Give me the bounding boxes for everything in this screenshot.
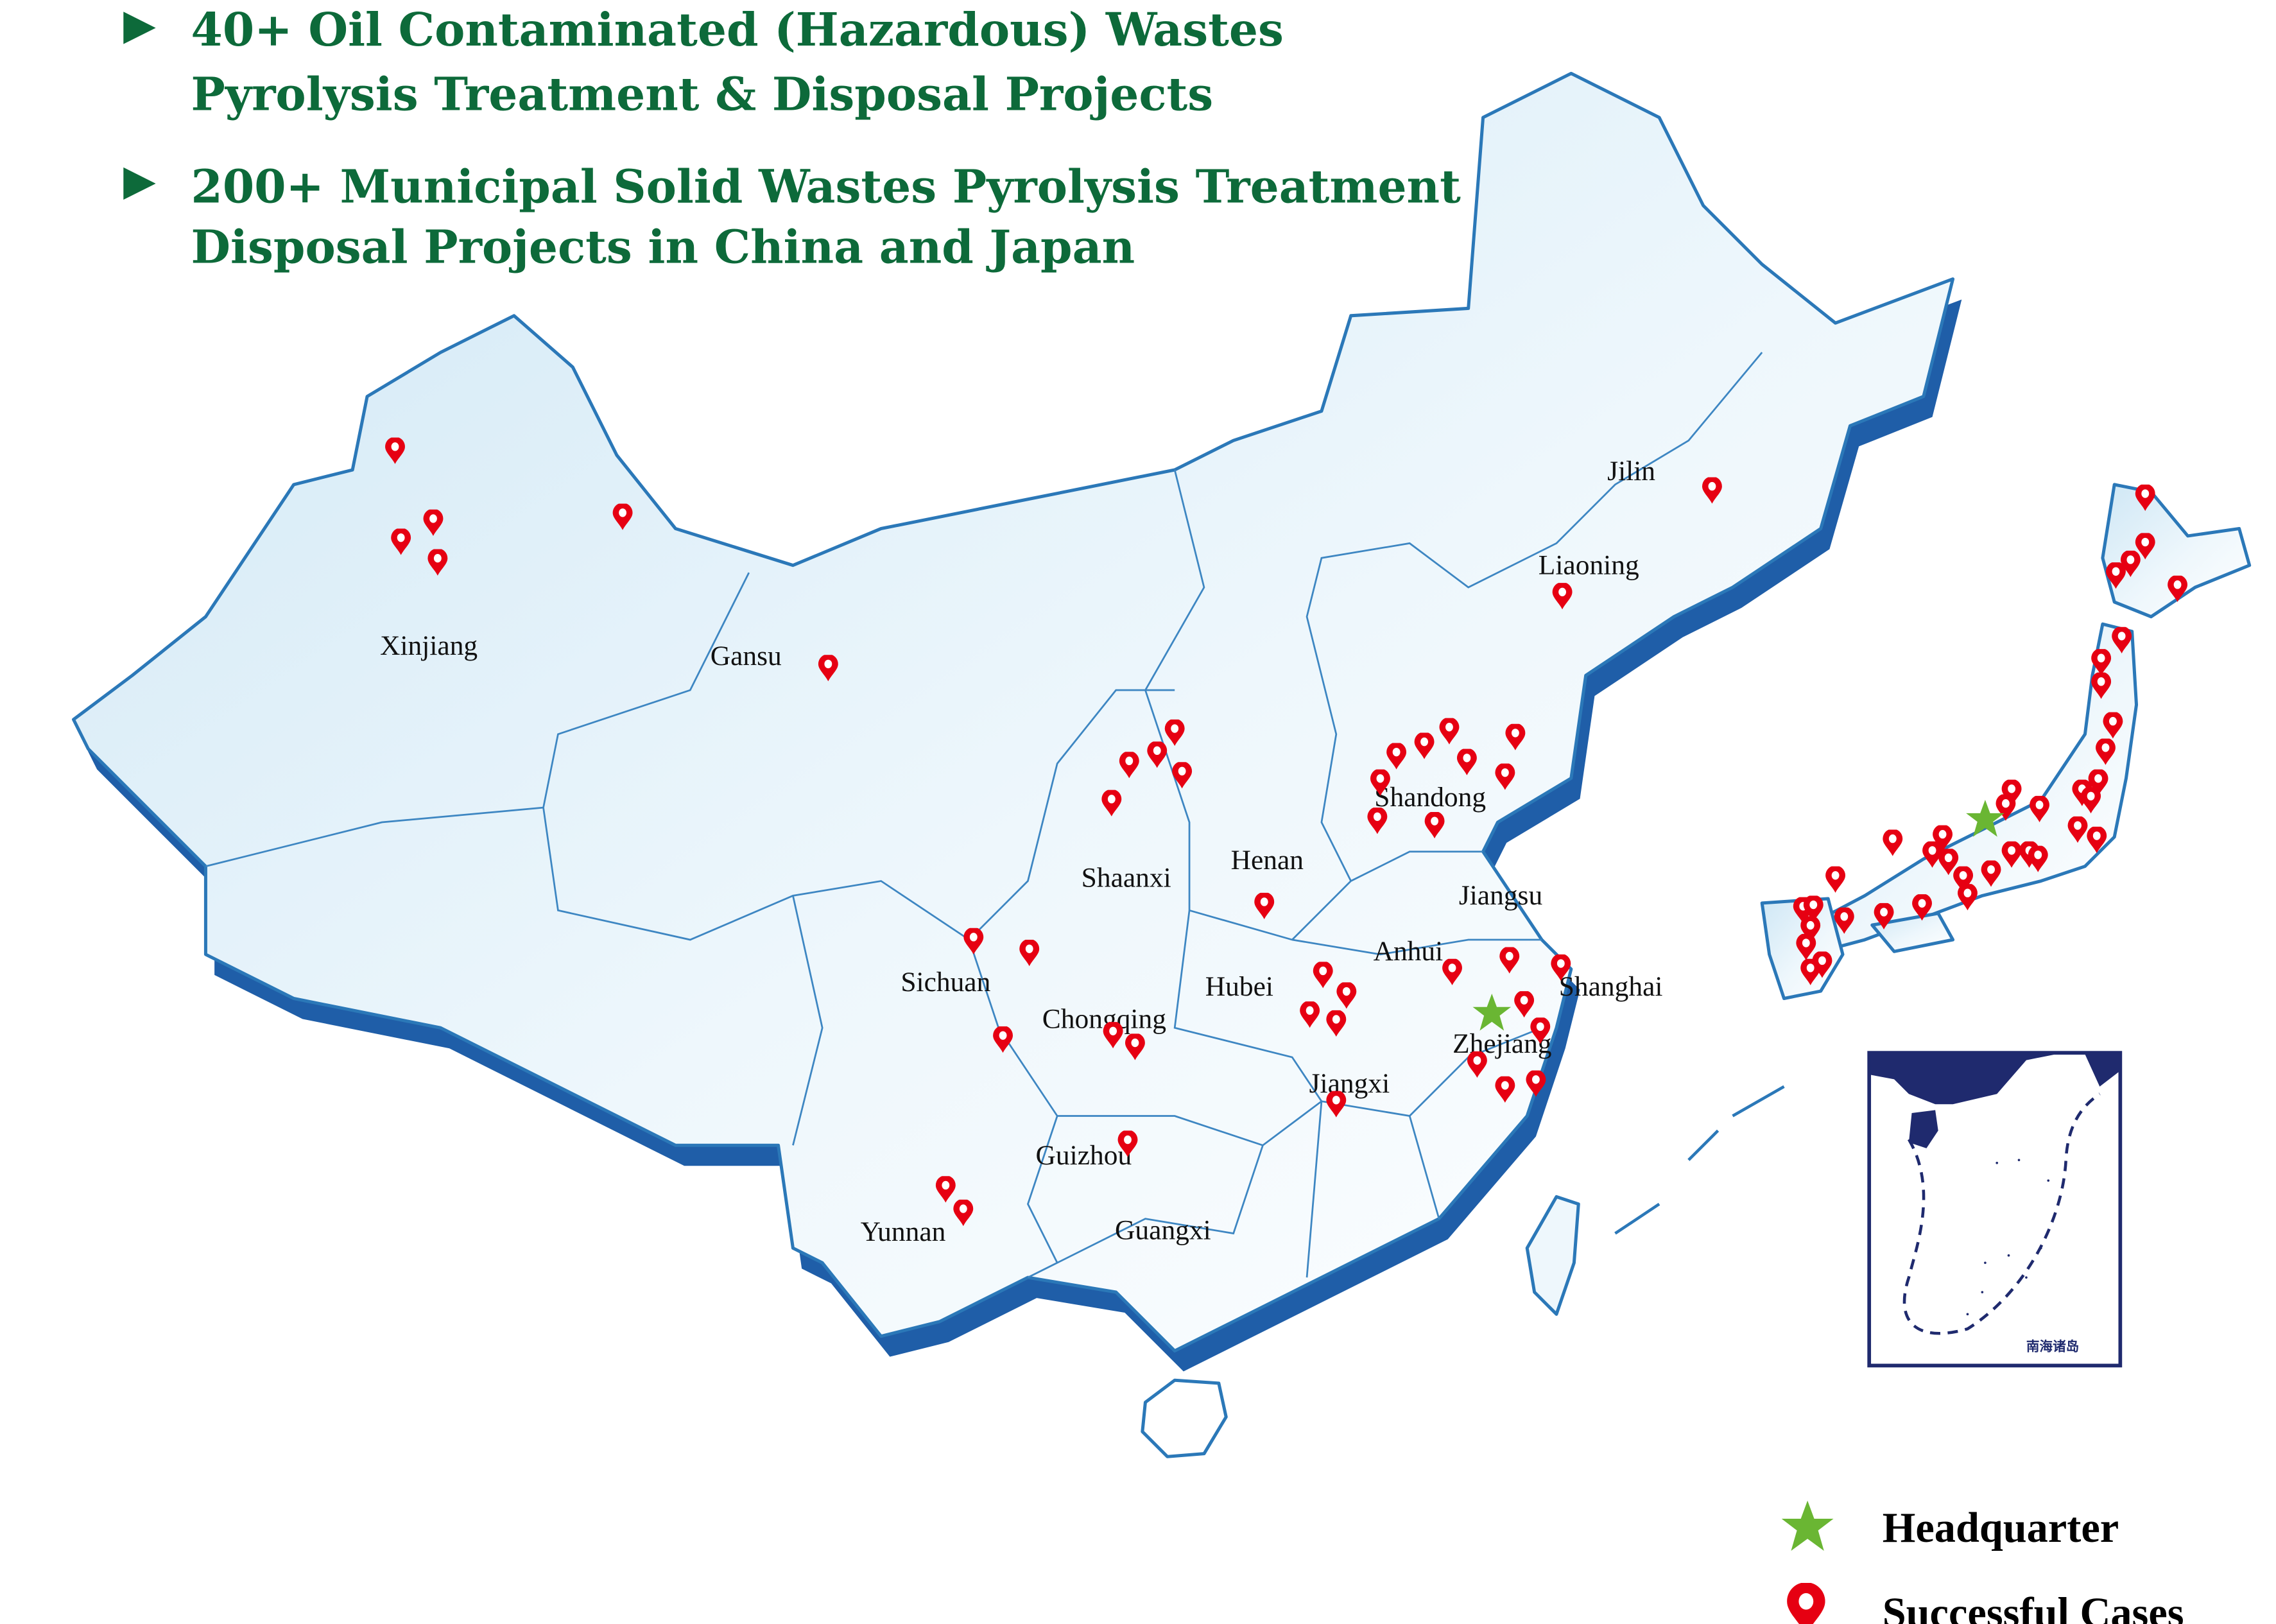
label-hubei: Hubei — [1205, 971, 1273, 1002]
inset-hainan — [1908, 1110, 1938, 1148]
label-henan: Henan — [1231, 845, 1304, 876]
case-pin-icon — [1883, 829, 1903, 856]
label-yunnan: Yunnan — [861, 1216, 946, 1247]
label-shandong: Shandong — [1374, 782, 1486, 813]
ryukyu-islands — [1614, 1085, 1785, 1235]
south-china-sea-inset: 南海诸岛 — [1867, 1051, 2123, 1368]
label-jiangsu: Jiangsu — [1459, 880, 1542, 911]
bullet-1-line-1: 40+ Oil Contaminated (Hazardous) Wastes — [191, 3, 1284, 56]
bullet-2-line-2: Disposal Projects in China and Japan — [191, 220, 1135, 273]
header: 40+ Oil Contaminated (Hazardous) Wastes … — [123, 3, 1518, 273]
shikoku — [1870, 911, 1955, 953]
label-jiangxi: Jiangxi — [1309, 1068, 1390, 1099]
case-pin-icon — [1787, 1582, 1825, 1624]
legend: Headquarter Successful Cases — [1781, 1500, 2184, 1624]
label-sichuan: Sichuan — [901, 967, 990, 998]
label-gansu: Gansu — [711, 641, 782, 671]
inset-mainland — [1870, 1054, 2119, 1105]
bullet-arrow-icon — [123, 12, 156, 44]
inset-dashed-line — [1902, 1093, 2101, 1335]
label-jilin: Jilin — [1607, 456, 1655, 487]
hainan-island — [1141, 1378, 1228, 1458]
china-map — [72, 71, 1962, 1458]
label-liaoning: Liaoning — [1539, 549, 1639, 580]
taiwan-island — [1525, 1195, 1580, 1316]
legend-successful-cases: Successful Cases — [1883, 1590, 2184, 1624]
bullet-arrow-icon — [123, 167, 156, 200]
hokkaido — [2101, 483, 2252, 619]
label-shaanxi: Shaanxi — [1082, 863, 1171, 894]
label-xinjiang: Xinjiang — [380, 630, 478, 661]
inset-title: 南海诸岛 — [2026, 1339, 2079, 1354]
china-land — [72, 71, 1955, 1353]
legend-headquarter: Headquarter — [1883, 1505, 2119, 1551]
label-guangxi: Guangxi — [1115, 1215, 1211, 1246]
inset-islands — [1966, 1159, 2050, 1316]
label-shanghai: Shanghai — [1559, 971, 1663, 1002]
label-guizhou: Guizhou — [1036, 1140, 1132, 1171]
bullet-2-line-1: 200+ Municipal Solid Wastes Pyrolysis Tr… — [191, 160, 1518, 214]
bullet-1-line-2: Pyrolysis Treatment & Disposal Projects — [191, 67, 1214, 121]
label-anhui: Anhui — [1374, 936, 1444, 967]
headquarter-star-icon — [1781, 1500, 1834, 1551]
case-pin-icon — [1825, 866, 1846, 893]
case-pin-icon — [1958, 884, 1978, 911]
